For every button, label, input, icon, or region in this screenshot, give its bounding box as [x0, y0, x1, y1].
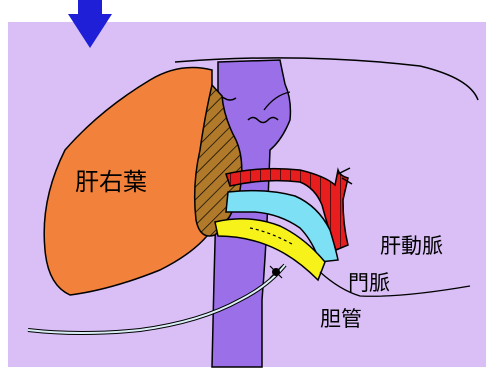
label-right-lobe: 肝右葉 — [75, 170, 147, 194]
label-hepatic-artery: 肝動脈 — [380, 236, 443, 257]
label-portal-vein: 門脈 — [348, 273, 390, 294]
label-bile-duct: 胆管 — [320, 309, 362, 330]
